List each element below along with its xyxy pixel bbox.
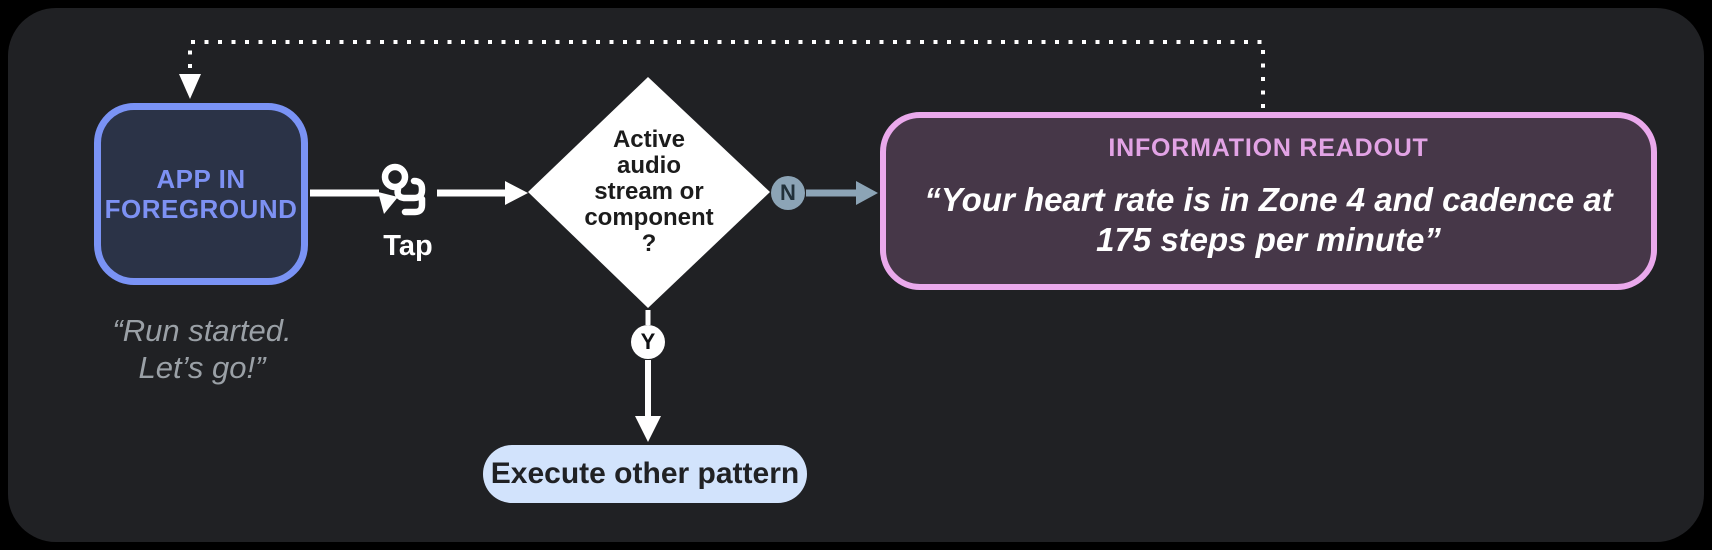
tap-label: Tap <box>383 230 433 262</box>
decision-line2: audio <box>617 152 681 179</box>
app-voice-quote: “Run started. Let’s go!” <box>60 312 344 386</box>
readout-quote-line2: 175 steps per minute” <box>1096 221 1441 258</box>
app-in-foreground-node: APP IN FOREGROUND <box>94 103 308 285</box>
decision-line4: component <box>584 204 714 231</box>
app-node-label-line2: FOREGROUND <box>104 194 298 224</box>
readout-title: INFORMATION READOUT <box>1108 134 1429 162</box>
information-readout-box: INFORMATION READOUT “Your heart rate is … <box>880 112 1657 290</box>
app-voice-quote-line1: “Run started. <box>112 313 292 348</box>
decision-line5: ? <box>641 230 657 257</box>
app-voice-quote-line2: Let’s go!” <box>138 350 266 385</box>
yes-branch-badge: Y <box>631 325 665 359</box>
decision-line3: stream or <box>594 178 704 205</box>
readout-quote: “Your heart rate is in Zone 4 and cadenc… <box>886 180 1651 260</box>
execute-other-pattern-node: Execute other pattern <box>483 445 807 503</box>
decision-line1: Active <box>612 126 686 153</box>
no-branch-badge: N <box>771 176 805 210</box>
readout-quote-line1: “Your heart rate is in Zone 4 and cadenc… <box>924 181 1613 218</box>
app-node-label-line1: APP IN <box>156 164 246 194</box>
decision-label: Active audio stream or component ? <box>558 127 740 257</box>
